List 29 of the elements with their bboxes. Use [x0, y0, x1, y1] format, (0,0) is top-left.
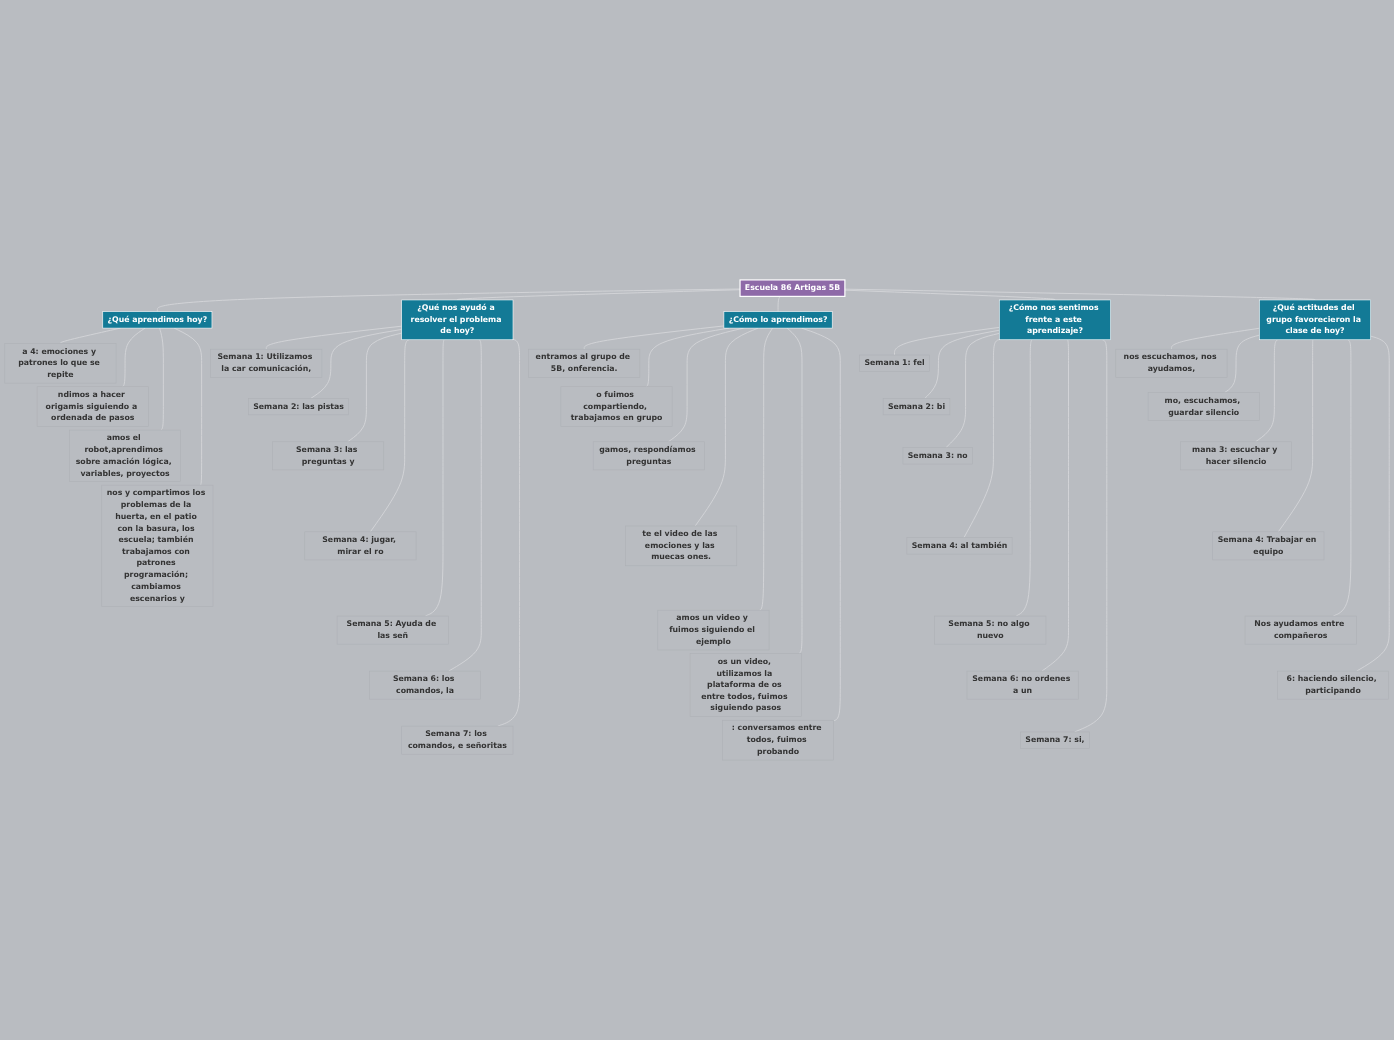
connector: [945, 332, 1000, 449]
connector: [121, 327, 146, 388]
connector: [801, 327, 841, 722]
connector: [347, 332, 403, 443]
connector: [1041, 339, 1069, 672]
connector: [497, 338, 521, 727]
connector: [1224, 334, 1260, 393]
connector: [759, 327, 774, 611]
connector: [424, 339, 445, 617]
connector: [894, 326, 1000, 356]
connector: [1170, 327, 1260, 350]
connector: [1015, 339, 1033, 617]
connector: [924, 329, 1000, 399]
connector: [645, 327, 730, 388]
connector: [1074, 339, 1108, 733]
connector: [583, 325, 725, 350]
connector: [786, 327, 803, 655]
connector: [1332, 339, 1352, 617]
connector: [694, 327, 759, 527]
connector: [1255, 339, 1279, 443]
connector: [173, 327, 203, 486]
connector: [448, 339, 482, 672]
connector: [1277, 339, 1314, 533]
connector: [265, 325, 403, 350]
connector: [310, 328, 403, 399]
connector: [156, 288, 741, 313]
connector: [369, 339, 410, 533]
connector: [963, 339, 1000, 539]
connector: [1356, 335, 1390, 672]
